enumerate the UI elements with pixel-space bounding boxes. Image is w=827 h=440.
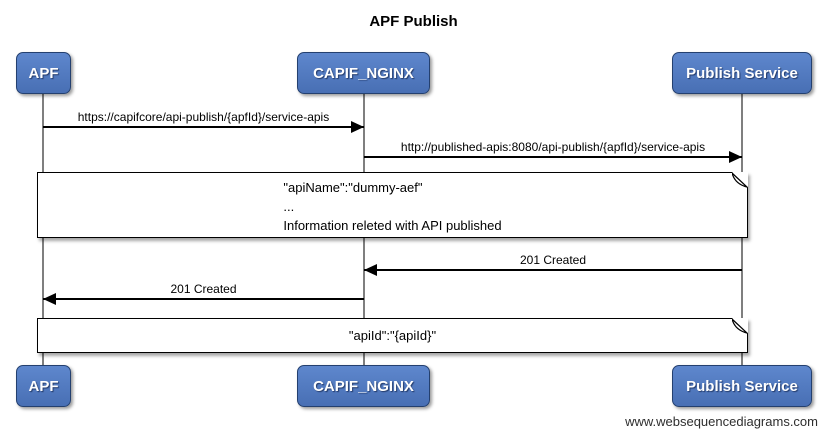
message-apf-to-capif: https://capifcore/api-publish/{apfId}/se… [43,110,364,133]
actor-box-publish-service-top: Publish Service [672,52,812,94]
actor-label: APF [28,377,59,395]
note-line: ... [283,199,295,214]
note-text: "apiId":"{apiId}" [349,319,436,345]
arrowhead-left-icon [43,293,56,305]
actor-box-capif-nginx-top: CAPIF_NGINX [297,52,430,94]
note-line: Information releted with API published [283,218,502,233]
message-capif-to-apf: 201 Created [43,282,364,305]
note-api-id: "apiId":"{apiId}" [37,318,748,353]
actor-label: CAPIF_NGINX [313,377,414,395]
actor-label: Publish Service [686,377,798,395]
note-text: "apiName":"dummy-aef" ... Information re… [283,173,501,235]
arrowhead-right-icon [729,151,742,163]
actor-box-apf-bottom: APF [16,365,71,407]
message-label: https://capifcore/api-publish/{apfId}/se… [77,110,330,124]
arrowhead-right-icon [351,121,364,133]
actor-label: CAPIF_NGINX [313,64,414,82]
message-label: 201 Created [519,253,587,267]
message-capif-to-publish: http://published-apis:8080/api-publish/{… [364,140,742,163]
message-arrow-line [364,151,742,163]
message-publish-to-capif: 201 Created [364,253,742,276]
note-line: "apiId":"{apiId}" [348,328,437,343]
note-api-info: "apiName":"dummy-aef" ... Information re… [37,172,748,238]
actor-label: APF [28,64,59,82]
watermark: www.websequencediagrams.com [625,414,818,429]
message-arrow-line [43,293,364,305]
note-fold-icon [732,318,748,334]
message-label: http://published-apis:8080/api-publish/{… [400,140,706,154]
diagram-title: APF Publish [369,13,458,30]
note-fold-icon [732,172,748,188]
arrowhead-left-icon [364,264,377,276]
actor-box-apf-top: APF [16,52,71,94]
actor-box-capif-nginx-bottom: CAPIF_NGINX [297,365,430,407]
actor-box-publish-service-bottom: Publish Service [672,365,812,407]
message-arrow-line [364,264,742,276]
message-label: 201 Created [170,282,237,296]
message-arrow-line [43,121,364,133]
actor-label: Publish Service [686,64,798,82]
note-line: "apiName":"dummy-aef" [283,180,423,195]
